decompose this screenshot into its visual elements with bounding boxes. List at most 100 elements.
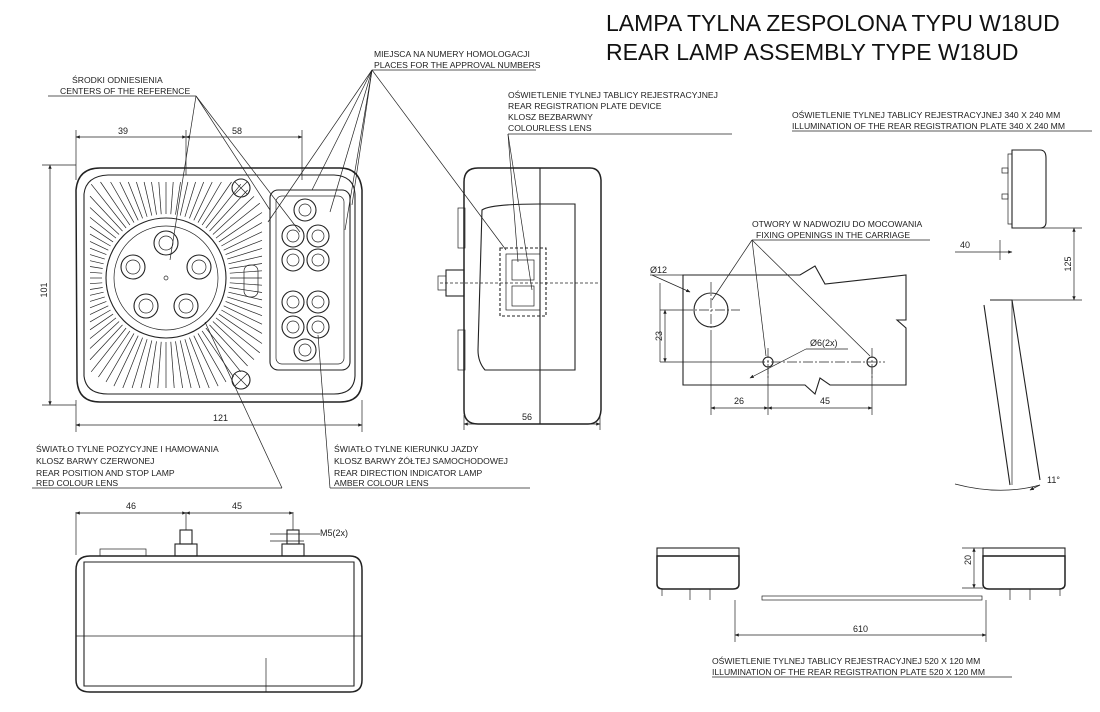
label-position-stop-4: RED COLOUR LENS: [36, 478, 118, 488]
heatsink-fin: [89, 195, 123, 232]
heatsink-fin: [89, 266, 103, 269]
heatsink-fin: [221, 309, 263, 334]
heatsink-fin: [170, 181, 174, 215]
amber-led: [286, 320, 300, 334]
amber-led: [293, 338, 317, 362]
red-led: [153, 230, 179, 256]
front-view: 39 58 101 121: [39, 126, 363, 432]
red-led: [186, 254, 212, 280]
heatsink-fin: [215, 202, 261, 239]
dim-121: 121: [213, 413, 228, 423]
dim-26: 26: [734, 396, 744, 406]
heatsink-fin: [89, 291, 104, 296]
heatsink-fin: [89, 260, 104, 265]
amber-led: [298, 203, 312, 217]
heatsink-fin: [225, 301, 263, 317]
label-centers-ref-pl: ŚRODKI ODNIESIENIA: [72, 74, 163, 85]
heatsink-fin: [89, 254, 105, 260]
heatsink-fin: [90, 183, 127, 229]
heatsink-fin: [170, 341, 175, 389]
dim-56: 56: [522, 412, 532, 422]
dim-39: 39: [118, 126, 128, 136]
dim-101: 101: [39, 282, 49, 297]
heatsink-fin: [205, 183, 242, 229]
heatsink-fin: [197, 333, 227, 383]
heatsink-fin: [98, 330, 131, 378]
heatsink-fin: [89, 321, 120, 349]
heatsink-fin: [189, 181, 205, 219]
front-leaders: [32, 69, 536, 489]
heatsink-fin: [193, 181, 213, 221]
heatsink-fin: [229, 263, 263, 269]
heatsink-fin: [189, 337, 210, 389]
heatsink-fin: [228, 291, 263, 301]
label-position-stop-1: ŚWIATŁO TYLNE POZYCYJNE I HAMOWANIA: [36, 443, 219, 454]
heatsink-fin: [227, 248, 263, 260]
red-led: [191, 259, 207, 275]
heatsink-fin: [89, 241, 109, 251]
heatsink-fin: [179, 340, 192, 389]
heatsink-fin: [201, 181, 232, 226]
heatsink-fin: [122, 337, 143, 389]
amber-led: [286, 253, 300, 267]
amber-led: [286, 229, 300, 243]
heatsink-fin: [223, 231, 263, 251]
label-indicator-3: REAR DIRECTION INDICATOR LAMP: [334, 468, 482, 478]
heatsink-fin: [89, 207, 120, 235]
heatsink-fin: [215, 317, 261, 354]
amber-led: [306, 315, 330, 339]
label-plate-device-1: OŚWIETLENIE TYLNEJ TABLICY REJESTRACYJNE…: [508, 89, 718, 100]
heatsink-fin: [89, 317, 117, 339]
red-led: [138, 298, 154, 314]
bottom-view: 46 45 M5(2x): [75, 501, 363, 693]
dim-58: 58: [232, 126, 242, 136]
heatsink-fin: [225, 239, 263, 255]
heatsink-fin: [175, 341, 183, 389]
plate-340-mount: 125 40 11°: [954, 149, 1082, 491]
heatsink-fin: [89, 233, 111, 247]
amber-led: [298, 343, 312, 357]
heatsink-fin: [157, 341, 162, 389]
fixing-holes-view: Ø12 23 26 45 Ø6(2x): [650, 239, 930, 415]
heatsink-fin: [151, 181, 157, 215]
red-led: [133, 293, 159, 319]
heatsink-fin: [184, 181, 196, 217]
plate-device-leader: [507, 133, 732, 291]
dim-d6: Ø6(2x): [810, 338, 838, 348]
heatsink-fin: [229, 287, 263, 293]
heatsink-fin: [143, 181, 153, 216]
heatsink-fin: [89, 324, 123, 361]
heatsink-fin: [209, 324, 248, 367]
label-fixing-pl: OTWORY W NADWOZIU DO MOCOWANIA: [752, 219, 923, 229]
label-position-stop-3: REAR POSITION AND STOP LAMP: [36, 468, 175, 478]
dim-45b: 45: [820, 396, 830, 406]
title-en: REAR LAMP ASSEMBLY TYPE W18UD: [606, 39, 1018, 65]
heatsink-fin: [89, 287, 103, 290]
dim-m5: M5(2x): [320, 528, 348, 538]
heatsink-fin: [218, 313, 263, 344]
heatsink-fin: [209, 189, 248, 232]
title-pl: LAMPA TYLNA ZESPOLONA TYPU W18UD: [606, 10, 1060, 36]
heatsink-fin: [136, 181, 148, 217]
label-plate-340-pl: OŚWIETLENIE TYLNEJ TABLICY REJESTRACYJNE…: [792, 109, 1060, 120]
label-plate-520-en: ILLUMINATION OF THE REAR REGISTRATION PL…: [712, 667, 985, 677]
dim-46: 46: [126, 501, 136, 511]
label-approval-en: PLACES FOR THE APPROVAL NUMBERS: [374, 60, 541, 70]
heatsink-fin: [221, 222, 263, 247]
heatsink-fin: [197, 181, 222, 223]
heatsink-fin: [212, 321, 255, 360]
label-plate-device-3: KLOSZ BEZBARWNY: [508, 112, 593, 122]
red-led: [120, 254, 146, 280]
heatsink-fin: [127, 181, 143, 219]
heatsink-fin: [229, 282, 263, 286]
heatsink-fin: [89, 305, 109, 315]
heatsink-fin: [201, 330, 234, 378]
heatsink-fin: [179, 181, 189, 216]
label-plate-device-4: COLOURLESS LENS: [508, 123, 592, 133]
heatsink-fin: [184, 339, 201, 389]
heatsink-fin: [158, 181, 162, 215]
amber-led: [311, 229, 325, 243]
label-plate-340-en: ILLUMINATION OF THE REAR REGISTRATION PL…: [792, 121, 1065, 131]
heatsink-fin: [140, 340, 153, 389]
